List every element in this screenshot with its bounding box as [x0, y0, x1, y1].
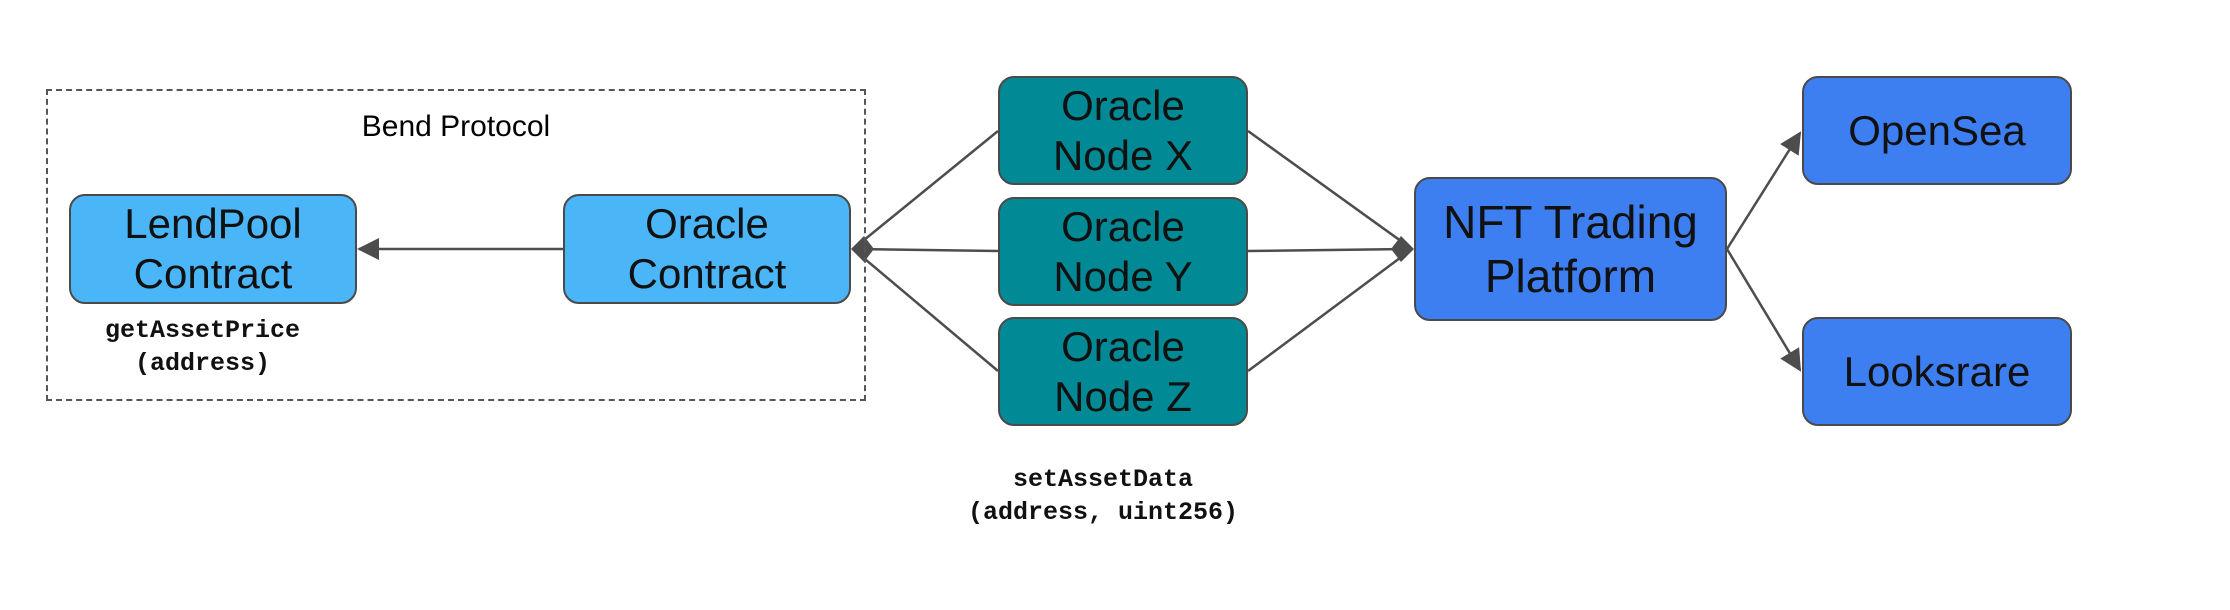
edge-node-x-to-nft-platform — [1247, 129, 1413, 251]
arrowhead-oracle-contract — [851, 236, 874, 262]
edge-nft-platform-to-opensea — [1725, 131, 1802, 250]
bend-protocol-label: Bend Protocol — [361, 110, 551, 143]
edge-node-y-to-nft-platform — [1247, 247, 1413, 253]
arrowhead-nft-platform — [1391, 236, 1414, 262]
edge-nft-platform-to-looksrare — [1725, 248, 1802, 372]
lendpool-contract-node[interactable]: LendPool Contract — [69, 194, 357, 304]
nft-trading-platform-node[interactable]: NFT Trading Platform — [1414, 177, 1727, 321]
opensea-node[interactable]: OpenSea — [1802, 76, 2072, 185]
set-asset-data-label: setAssetData (address, uint256) — [967, 465, 1239, 528]
edge-node-x-to-oracle-contract — [852, 130, 999, 250]
oracle-node-z[interactable]: Oracle Node Z — [998, 317, 1248, 426]
edge-node-z-to-oracle-contract — [852, 248, 999, 372]
bend-protocol-group — [46, 89, 866, 401]
looksrare-node[interactable]: Looksrare — [1802, 317, 2072, 426]
edge-node-z-to-nft-platform — [1247, 247, 1413, 373]
oracle-node-x[interactable]: Oracle Node X — [998, 76, 1248, 185]
edge-node-y-to-oracle-contract — [852, 247, 999, 253]
oracle-contract-node[interactable]: Oracle Contract — [563, 194, 851, 304]
get-asset-price-label: getAssetPrice (address) — [104, 316, 301, 379]
oracle-node-y[interactable]: Oracle Node Y — [998, 197, 1248, 306]
